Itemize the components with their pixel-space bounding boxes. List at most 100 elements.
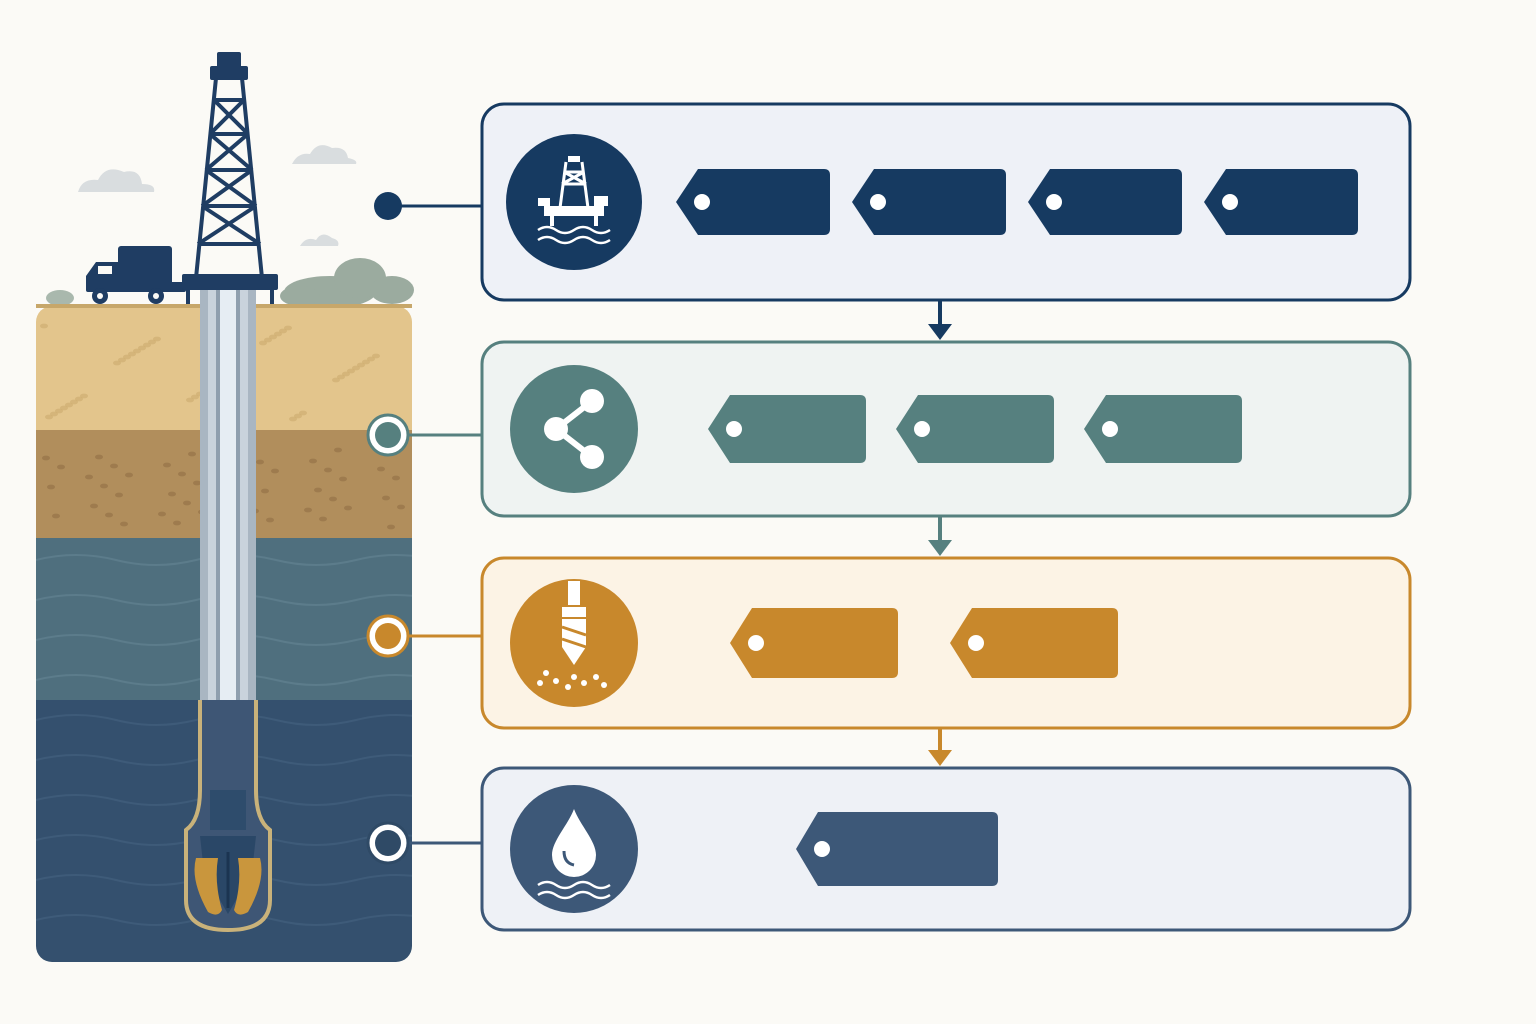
soil-speckle [377,466,385,472]
tag-hole [870,194,886,210]
soil-speckle [382,495,390,501]
soil-speckle [125,472,133,478]
soil-speckle [344,505,352,511]
stage-connectors [366,192,482,865]
flow-arrow [928,300,952,340]
soil-speckle [304,507,312,513]
soil-speckle [138,345,146,351]
soil-speckle [397,504,405,510]
soil-speckle [347,368,355,374]
soil-speckle [183,500,191,506]
soil-speckle [284,325,292,331]
soil-speckle [55,408,63,414]
label-tag [730,608,898,678]
flow-arrow [928,516,952,556]
shrub-icon [280,258,414,308]
soil-speckle [45,414,53,420]
soil-speckle [178,471,186,477]
label-tag [1084,395,1242,463]
soil-speckle [264,337,272,343]
tag-hole [1102,421,1118,437]
drill-bit-icon [537,581,607,690]
soil-speckle [100,483,108,489]
oil-stage-panel [480,766,1412,932]
soil-speckle [314,487,322,493]
soil-speckle [57,464,65,470]
soil-speckle [342,371,350,377]
drilling-stage-connector-dot [375,623,401,649]
label-tag [708,395,866,463]
label-tag [1204,169,1358,235]
soil-speckle [158,511,166,517]
tag-hole [748,635,764,651]
soil-speckle [65,402,73,408]
soil-speckle [168,491,176,497]
cloud-icon [300,234,339,246]
rig-stage-icon-badge [506,134,642,270]
oil-drop-icon [537,809,611,900]
soil-speckle [269,334,277,340]
truck-icon [86,246,186,304]
tag-hole [814,841,830,857]
soil-speckle [309,458,317,464]
label-tag [1028,169,1182,235]
soil-speckle [148,339,156,345]
soil-speckle [120,521,128,527]
soil-speckle [191,394,199,400]
oil-stage-connector-dot [375,830,401,856]
tag-hole [1222,194,1238,210]
tag-hole [1046,194,1062,210]
share-network-icon [544,389,604,469]
soil-speckle [372,353,380,359]
soil-speckle [115,492,123,498]
soil-speckle [143,342,151,348]
drilling-derrick [182,52,278,304]
network-stage-panel [480,340,1412,518]
soil-speckle [75,396,83,402]
soil-speckle [256,459,264,465]
soil-speckle [85,474,93,480]
soil-speckle [337,374,345,380]
rig-stage-panel [480,102,1412,302]
cloud-icon [78,169,155,192]
soil-speckle [274,331,282,337]
soil-speckle [289,416,297,422]
soil-speckle [153,336,161,342]
soil-speckle [387,524,395,530]
stage-panels [480,102,1412,932]
soil-speckle [339,476,347,482]
label-tag [676,169,830,235]
soil-speckle [128,351,136,357]
label-tag [950,608,1118,678]
soil-speckle [70,399,78,405]
soil-speckle [110,463,118,469]
soil-speckle [80,393,88,399]
soil-speckle [352,365,360,371]
label-tag [896,395,1054,463]
tag-hole [726,421,742,437]
soil-speckle [60,405,68,411]
soil-speckle [271,468,279,474]
soil-speckle [47,484,55,490]
soil-speckle [105,512,113,518]
soil-speckle [334,447,342,453]
soil-speckle [133,348,141,354]
soil-speckle [324,467,332,473]
tag-hole [968,635,984,651]
soil-speckle [188,451,196,457]
cloud-icon [292,145,357,164]
soil-speckle [367,356,375,362]
soil-speckle [259,340,267,346]
flow-arrows [928,300,952,766]
network-stage-icon-badge [510,365,638,493]
flow-arrow [928,728,952,766]
rig-stage-connector-dot [374,192,402,220]
soil-speckle [266,517,274,523]
label-tag [796,812,998,886]
soil-speckle [319,516,327,522]
soil-speckle [95,454,103,460]
soil-speckle [186,397,194,403]
soil-speckle [261,488,269,494]
soil-speckle [123,354,131,360]
